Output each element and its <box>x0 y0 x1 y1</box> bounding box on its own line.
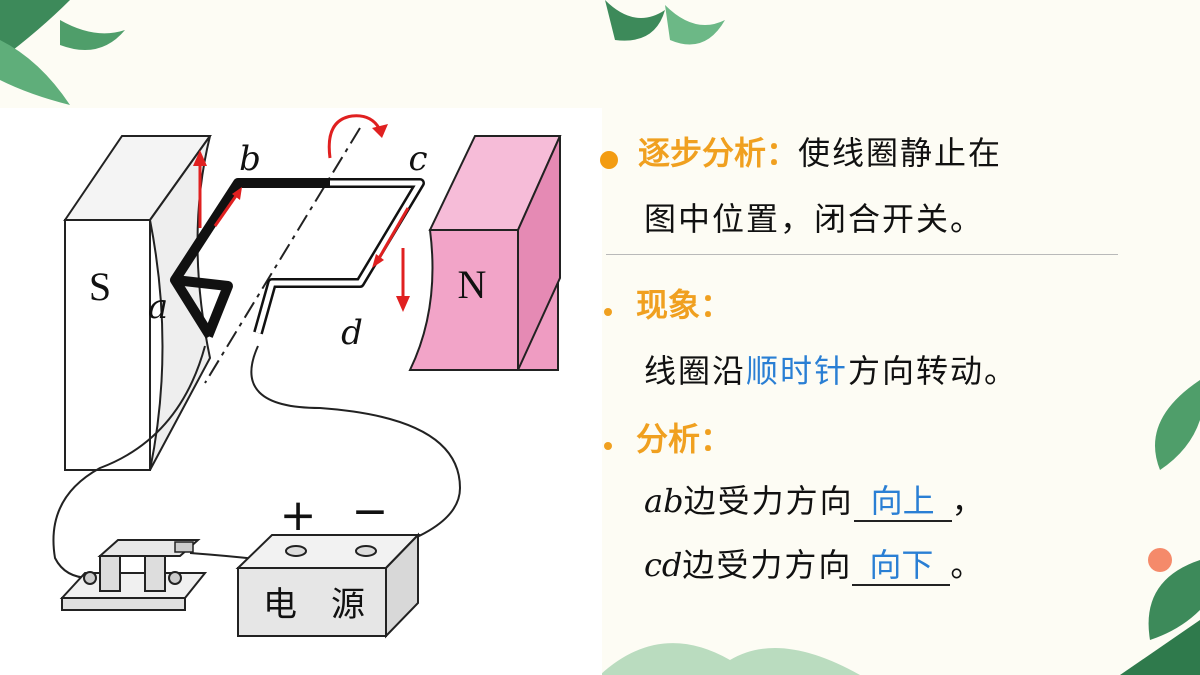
ab-text: 边受力方向 <box>683 482 854 520</box>
s-label: S <box>89 264 111 309</box>
battery-front <box>237 567 387 637</box>
step-title: 逐步分析： <box>638 134 799 172</box>
battery-terminal-negative <box>355 545 377 557</box>
wire-right <box>250 345 462 547</box>
step-text-2: 图中位置，闭合开关。 <box>644 200 985 238</box>
switch-post-left <box>99 555 121 592</box>
bullet-dot-icon <box>600 150 618 169</box>
analysis-heading: 分析： <box>598 414 732 460</box>
step-analysis-line-1: 逐步分析：使线圈静止在 <box>600 128 1002 174</box>
battery-terminal-positive <box>285 545 307 557</box>
label-b: b <box>239 139 261 179</box>
coil-ab-segment <box>170 178 330 339</box>
label-d: d <box>341 313 363 353</box>
battery-plus-label: + <box>280 490 317 541</box>
ab-answer: 向上 <box>853 482 952 522</box>
n-label: N <box>458 262 487 307</box>
phenomenon-heading: 现象： <box>598 280 732 326</box>
current-arrow-cd <box>376 207 410 261</box>
wire-left <box>52 345 206 579</box>
motor-diagram: S N a b c d + − 电 源 <box>52 114 562 639</box>
battery-label-2: 源 <box>331 585 365 625</box>
ab-end: ， <box>951 482 986 520</box>
phenomenon-title: 现象： <box>636 286 733 324</box>
rotation-axis <box>204 127 361 384</box>
cd-answer: 向下 <box>852 546 951 586</box>
phenomenon-highlight: 顺时针 <box>746 352 849 390</box>
leaf-decoration-top-center <box>605 0 725 45</box>
cd-end: 。 <box>950 546 985 584</box>
step-text-1: 使线圈静止在 <box>798 134 1003 172</box>
bullet-icon <box>604 441 612 450</box>
bullet-icon <box>604 307 612 316</box>
cd-text: 边受力方向 <box>682 546 853 584</box>
analysis-cd-line: cd边受力方向向下。 <box>644 540 984 586</box>
n-magnet-front <box>408 229 519 371</box>
switch-lever <box>97 539 201 557</box>
battery-label-1: 电 <box>263 585 297 625</box>
analysis-title: 分析： <box>636 420 733 458</box>
label-a: a <box>148 287 168 327</box>
label-c: c <box>408 139 427 179</box>
coil-cd-segment <box>255 180 423 334</box>
switch-post-right <box>144 555 166 592</box>
analysis-ab-line: ab边受力方向向上， <box>644 476 986 522</box>
section-divider <box>606 254 1118 255</box>
ab-prefix: ab <box>644 482 684 520</box>
phenomenon-text: 线圈沿顺时针方向转动。 <box>644 346 1018 392</box>
battery-minus-label: − <box>352 486 389 537</box>
phenomenon-pre: 线圈沿 <box>644 352 747 390</box>
phenomenon-post: 方向转动。 <box>848 352 1019 390</box>
leaf-decoration-right <box>1120 380 1200 675</box>
current-arrow-ab <box>213 192 240 227</box>
leaf-decoration-top-left <box>0 0 125 105</box>
cd-prefix: cd <box>644 546 683 584</box>
rotation-arrow <box>327 114 382 159</box>
s-magnet-front <box>64 219 151 471</box>
leaf-decoration-bottom-center <box>600 643 860 675</box>
